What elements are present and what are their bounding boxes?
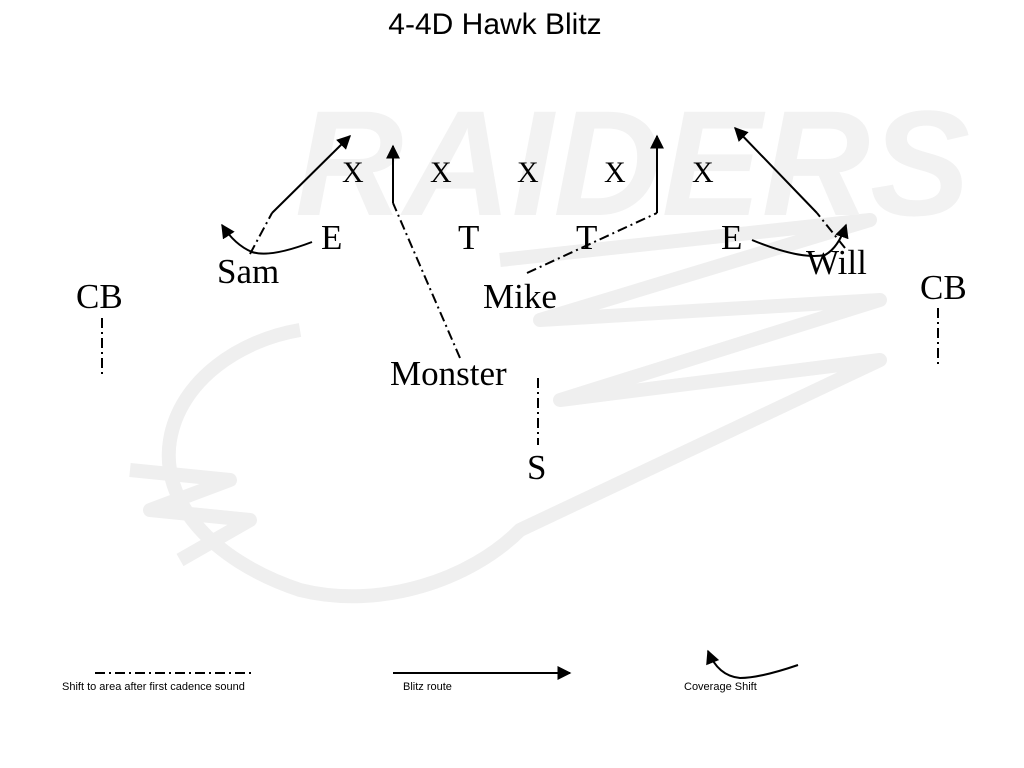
offense-x-4: X <box>604 156 626 189</box>
monster-shift-route <box>392 202 461 359</box>
right-end: E <box>721 218 743 257</box>
legend-coverage-label: Coverage Shift <box>684 681 757 693</box>
will-linebacker: Will <box>806 243 867 282</box>
right-tackle: T <box>576 218 598 257</box>
watermark-text: RAIDERS <box>295 79 970 247</box>
sam-blitz-route <box>271 135 351 214</box>
left-tackle: T <box>458 218 480 257</box>
left-end-coverage-shift <box>221 223 313 255</box>
offense-x-1: X <box>342 156 364 189</box>
right-end-coverage-shift <box>751 223 849 257</box>
will-shift-route <box>816 212 846 249</box>
eagle-outline-shape <box>129 213 887 604</box>
left-cornerback: CB <box>76 277 123 316</box>
mike-shift-route <box>526 212 658 274</box>
sam-linebacker: Sam <box>217 252 280 291</box>
left-end: E <box>321 218 343 257</box>
legend-blitz-label: Blitz route <box>403 681 452 693</box>
sam-shift-route <box>249 212 273 255</box>
offense-x-3: X <box>517 156 539 189</box>
right-cornerback: CB <box>920 268 967 307</box>
legend-coverage-sample <box>706 649 799 680</box>
will-blitz-route <box>734 126 818 214</box>
offense-x-2: X <box>430 156 452 189</box>
mike-linebacker: Mike <box>483 277 557 316</box>
shift-routes <box>101 202 939 445</box>
legend-shift-label: Shift to area after first cadence sound <box>62 681 245 693</box>
play-title: 4-4D Hawk Blitz <box>388 8 602 41</box>
safety: S <box>527 448 547 487</box>
offense-x-5: X <box>692 156 714 189</box>
monster-back: Monster <box>390 354 507 393</box>
